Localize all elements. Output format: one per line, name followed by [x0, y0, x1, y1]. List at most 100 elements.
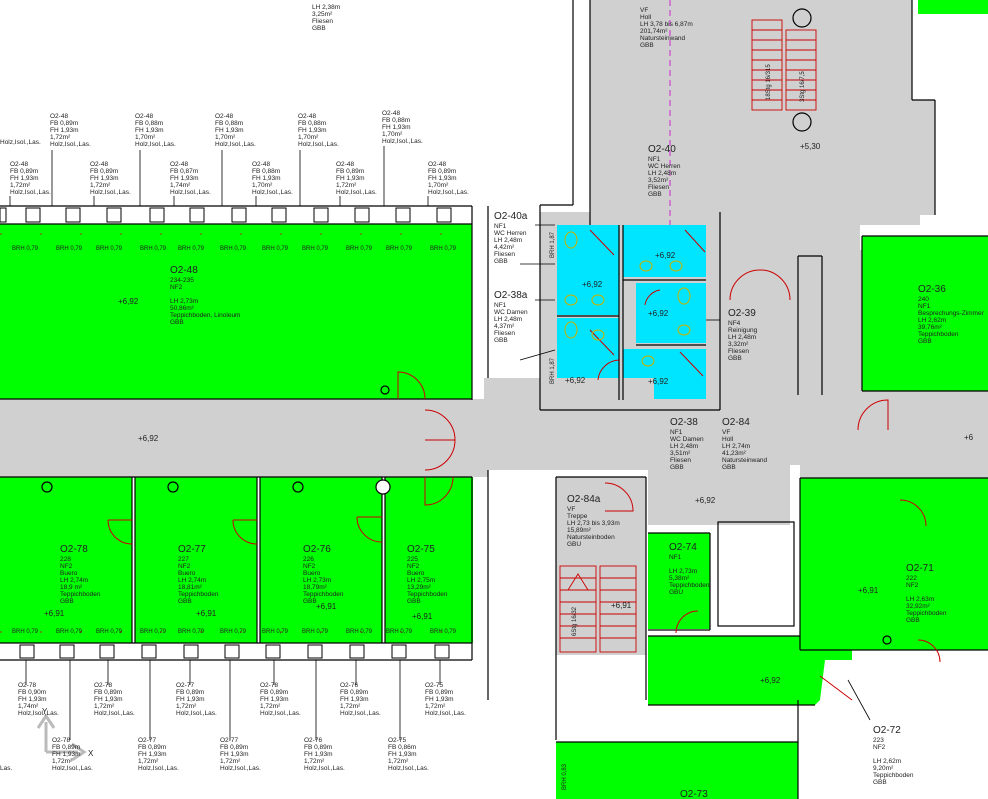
level-marker: +6,91: [412, 612, 433, 621]
level-marker: +5,30: [800, 142, 821, 151]
level-marker: +6,91: [44, 609, 65, 618]
window-id: O2-78: [94, 682, 112, 689]
room-info-r4836: LH 2,62m: [918, 317, 946, 324]
brh-label: BRH 0,79: [346, 629, 373, 635]
window-info: Holz,Isol.,Las.: [52, 765, 93, 772]
window-info: FH 1,93m: [220, 751, 249, 758]
wc-fixtures: [564, 231, 691, 367]
window-info: FB 0,89m: [336, 168, 364, 175]
room-info-r4877: 227: [178, 556, 189, 563]
window-info: FB 0,88m: [215, 120, 243, 127]
window-info: FB 0,89m: [52, 744, 80, 751]
room-id-r4878: O2-78: [60, 544, 88, 555]
level-marker: +6,91: [611, 601, 632, 610]
top-hall-line: LH 3,78 bis 6,87m: [640, 21, 693, 28]
brh-label: BRH 0,79: [220, 246, 247, 252]
window-info: 1,70m²: [298, 134, 319, 141]
window-info: FB 0,88m: [382, 117, 410, 124]
room-info-r4884a: Natursteinboden: [567, 534, 615, 541]
room-info-r4836: 240: [918, 296, 929, 303]
room-info-r4876: 226: [303, 556, 314, 563]
room-info-r4872: LH 2,62m: [873, 758, 901, 765]
room-info-r4839: Fliesen: [728, 348, 749, 355]
window-info: FH 1,93m: [298, 127, 327, 134]
room-info-r4872: 9,20m²: [873, 765, 894, 772]
room-info-r4876: Teppichboden: [303, 591, 344, 598]
room-info-r4838a: 4,37m²: [494, 323, 515, 330]
brh-label: BRH 0,79: [346, 246, 373, 252]
room-info-r4848: 50,86m²: [170, 305, 195, 312]
room-info-r4878: LH 2,74m: [60, 577, 88, 584]
room-info-r4876: 18,79m²: [303, 584, 328, 591]
room-info-r4839: NF4: [728, 320, 741, 327]
window-info: FH 1,93m: [388, 751, 417, 758]
window-id: O2-48: [252, 161, 270, 168]
brh-label: BRH 0,79: [262, 629, 289, 635]
window-id: O2-78: [52, 737, 70, 744]
window-info: Holz,Isol.,Las.: [340, 710, 381, 717]
level-marker: +6,92: [582, 280, 603, 289]
window-info: FB 0,89m: [304, 744, 332, 751]
window-info: FH 1,93m: [382, 124, 411, 131]
room-info-r4840: NF1: [648, 156, 661, 163]
window-info: FH 1,93m: [428, 175, 457, 182]
room-info-r4836: 39,76m²: [918, 324, 943, 331]
room-info-r4840: Fliesen: [648, 184, 669, 191]
window-id: O2-75: [425, 682, 443, 689]
window-info: Holz,Isol.,Las.: [176, 710, 217, 717]
room-fill-o2-71: [800, 478, 988, 650]
room-fill-o2-78: [0, 477, 132, 643]
room-info-r4871: 32,92m²: [906, 603, 931, 610]
window-info: Holz,Isol.,Las.: [304, 765, 345, 772]
room-info-r4838: GBB: [670, 464, 684, 471]
brh-label: BRH 0,79: [386, 629, 413, 635]
room-info-r4874: NF1: [669, 554, 682, 561]
brh-label: BRH 0,79: [12, 629, 39, 635]
room-info-r4884: Natursteinwand: [722, 457, 768, 464]
window-id: O2-48: [336, 161, 354, 168]
room-fill-o2-77: [135, 477, 257, 643]
window-info: 1,72m²: [388, 758, 409, 765]
window-info: FB 0,89m: [220, 744, 248, 751]
room-info-r4872: Teppichboden: [873, 772, 914, 779]
window-info: Holz,Isol.,Las.: [50, 141, 91, 148]
top-hall-line: GBB: [640, 42, 654, 49]
room-info-r4875: Teppichboden: [407, 591, 448, 598]
room-info-r4884a: GBU: [567, 541, 581, 548]
window-info: FB 0,89m: [176, 689, 204, 696]
window-info: 1,72m²: [50, 134, 71, 141]
room-info-r4878: GBB: [60, 598, 74, 605]
window-info: FB 0,89m: [428, 168, 456, 175]
room-info-r4871: NF2: [906, 582, 919, 589]
window-info: Holz,Isol.,Las.: [10, 189, 51, 196]
room-fill-o2-36: [862, 236, 988, 391]
brh-label: BRH 0,79: [262, 246, 289, 252]
window-info: FH 1,93m: [260, 696, 289, 703]
top-small-line: Fliesen: [312, 18, 333, 25]
window-info: Holz,Isol.,Las.: [388, 765, 429, 772]
room-info-r4875: Buero: [407, 570, 425, 577]
window-info: 1,72m²: [336, 182, 357, 189]
window-info: 1,70m²: [428, 182, 449, 189]
brh-label: BRH 1,87: [550, 357, 556, 384]
level-marker: +6,92: [648, 309, 669, 318]
window-id: O2-76: [304, 737, 322, 744]
window-info: Holz,Isol.,Las.: [0, 139, 41, 146]
room-info-r4840a: 4,42m²: [494, 244, 515, 251]
room-info-r4840a: NF1: [494, 223, 507, 230]
window-info: FH 1,93m: [138, 751, 167, 758]
window-info: FB 0,89m: [138, 744, 166, 751]
window-info: FB 0,89m: [260, 689, 288, 696]
brh-label: BRH 0,79: [140, 629, 167, 635]
window-info: Holz,Isol.,Las.: [18, 710, 59, 717]
room-info-r4836: GBB: [918, 338, 932, 345]
brh-label: BRH 0,79: [140, 246, 167, 252]
room-info-r4848: 234-235: [170, 277, 194, 284]
room-info-r4840: LH 2,48m: [648, 170, 676, 177]
room-info-r4875: 225: [407, 556, 418, 563]
window-info: FB 0,89m: [425, 689, 453, 696]
stair-label: 18Stg 16/315: [766, 64, 772, 100]
